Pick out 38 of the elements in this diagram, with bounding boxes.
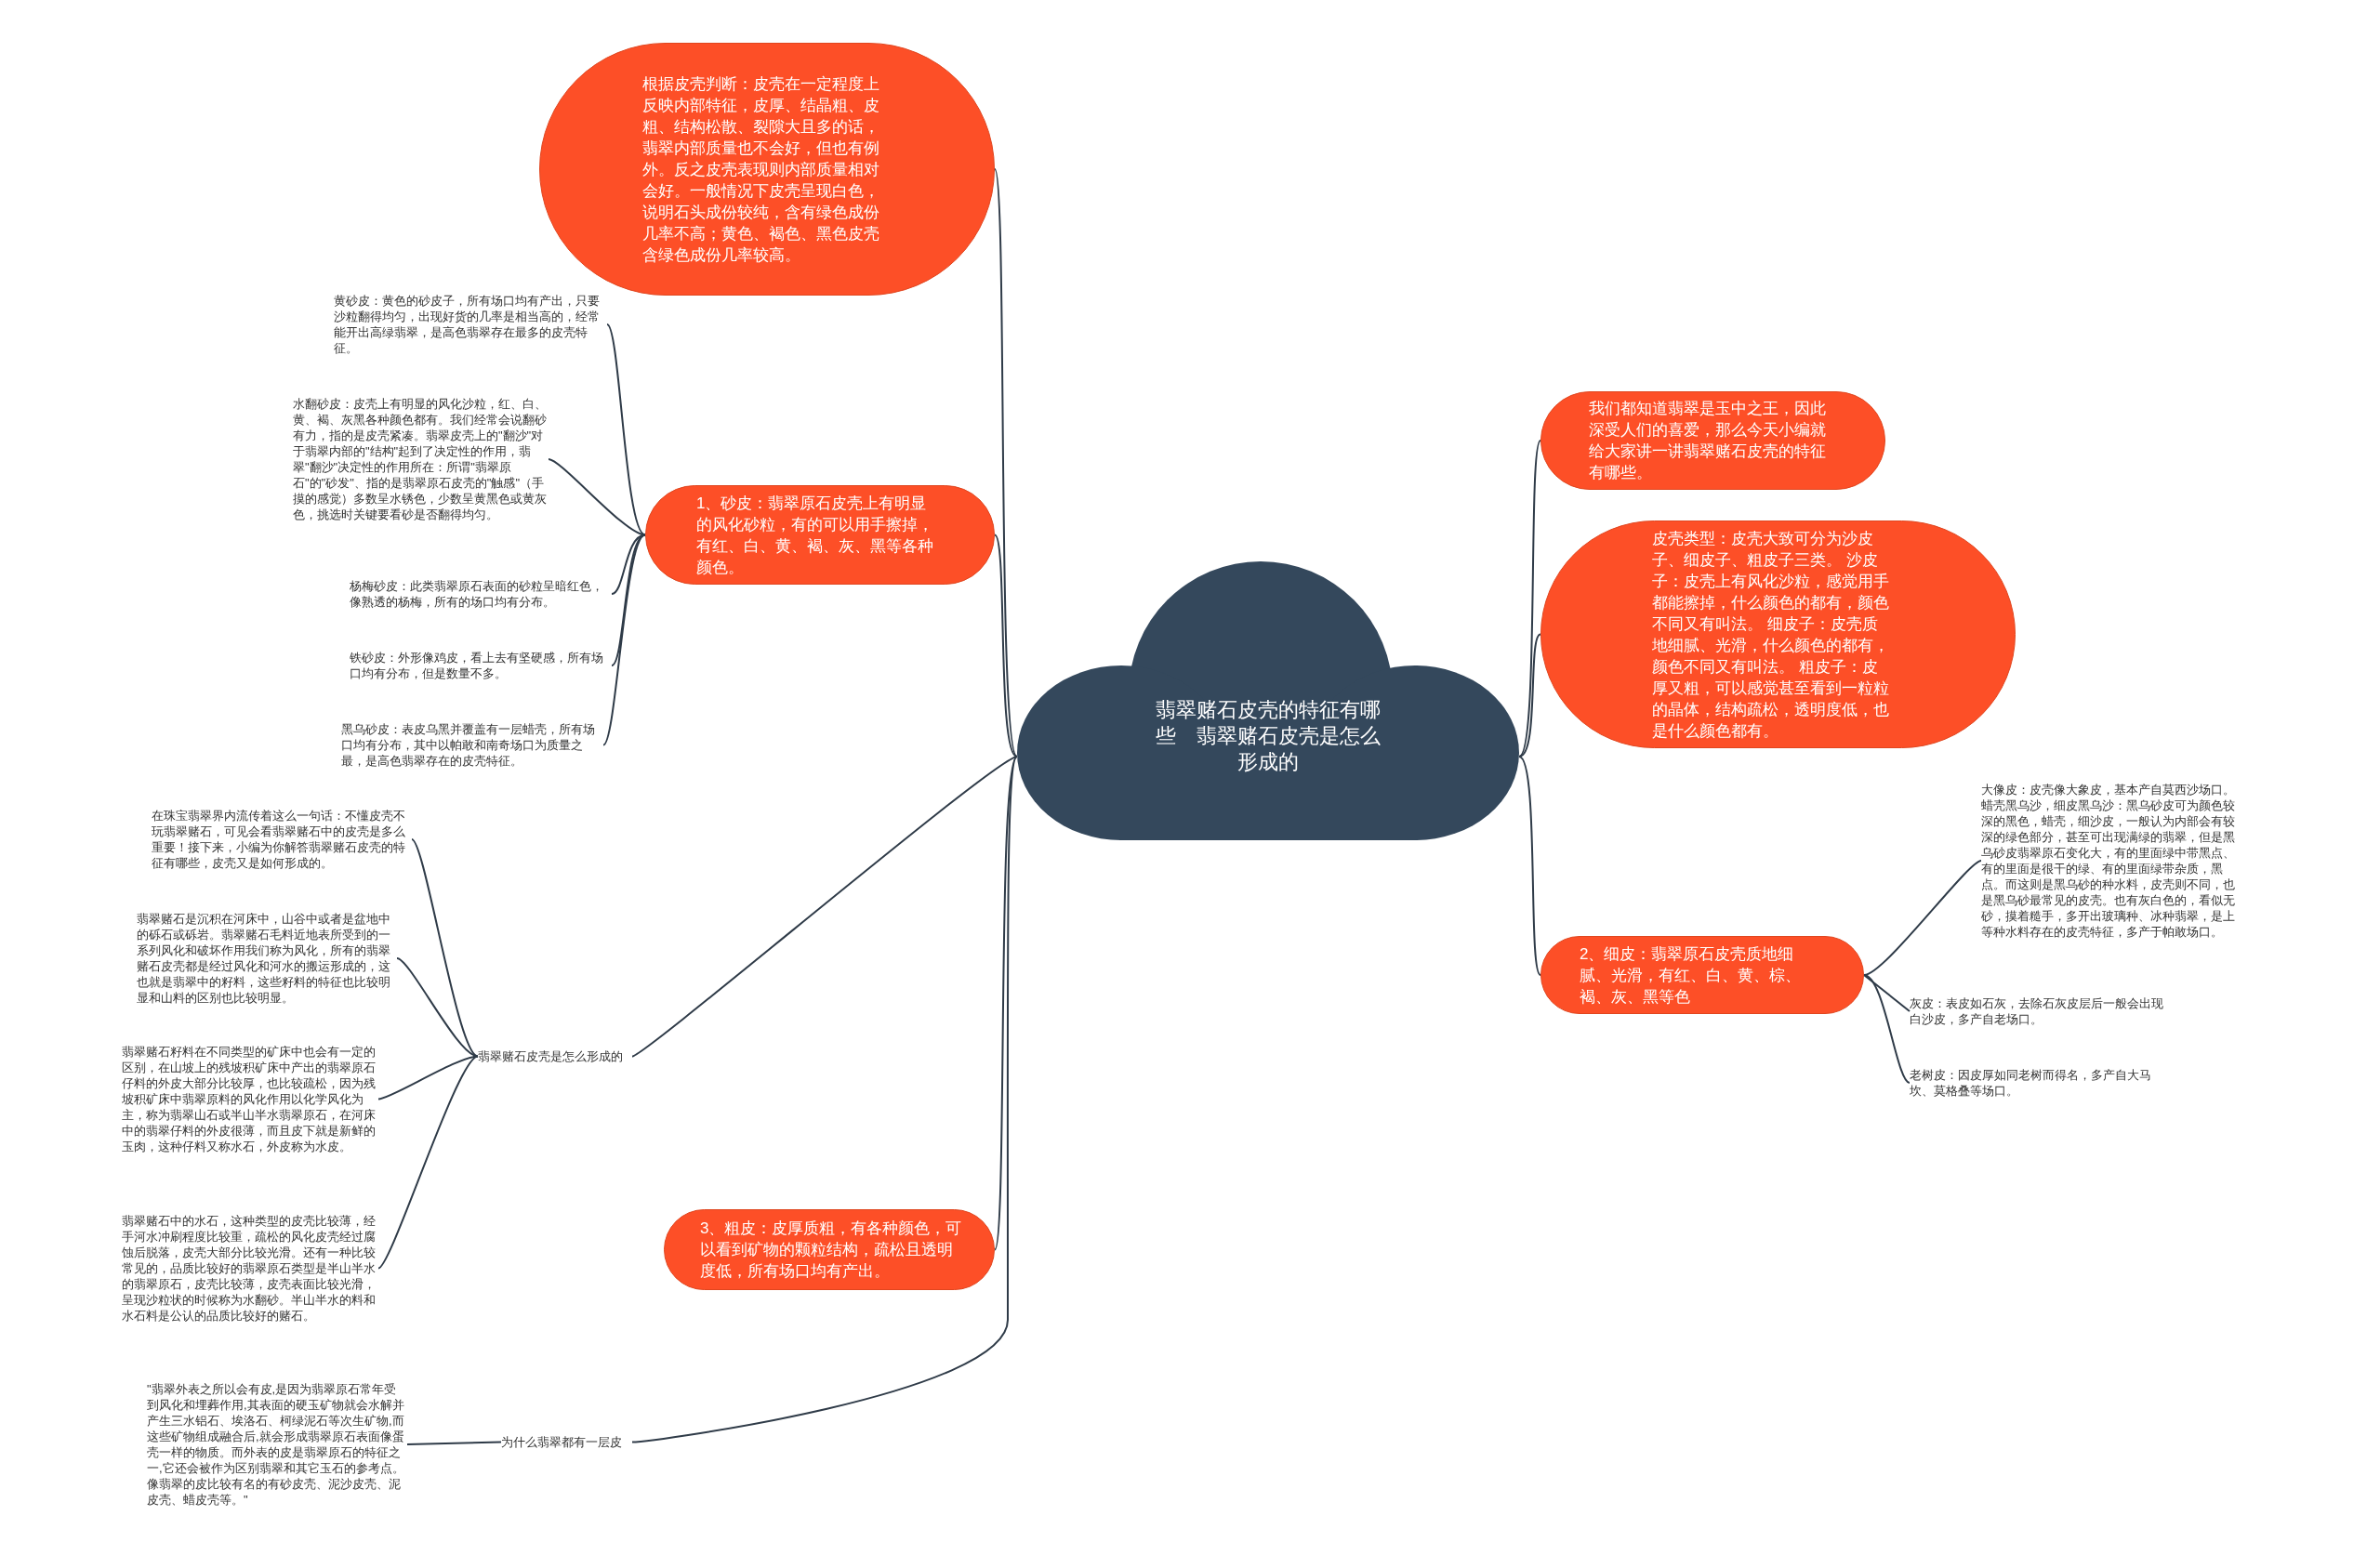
connector-line [1518,633,1541,758]
connector-line [631,756,1018,1058]
note-text: 翡翠赌石中的水石，这种类型的皮壳比较薄，经手河水冲刷程度比较重，疏松的风化皮壳经过腐蚀后脱落，皮壳大部分比较光滑。还有一种比较常见的，品质比较好的翡翠原石类型是半山半水的翡翠原石，皮壳比较薄，皮壳表面比较光滑，呈现沙粒状的时候称为水翻砂。半山半水的料和水石料是公认的品质比较好的赌石。 [122,1213,378,1324]
note-text: 水翻砂皮：皮壳上有明显的风化沙粒，红、白、黄、褐、灰黑各种颜色都有。我们经常会说翻砂有力，指的是皮壳紧凑。翡翠皮壳上的"翻沙"对于翡翠内部的"结构"起到了决定性的作用，翡翠"翻沙"决定性的作用所在：所谓"翡翠原石"的"砂发"、指的是翡翠原石皮壳的"触感"（手摸的感觉）多数呈水锈色，少数呈黄黑色或黄灰色，挑选时关键要看砂是否翻得均匀。 [293,396,549,522]
topic-bubble: 3、粗皮：皮厚质粗，有各种颜色，可以看到矿物的颗粒结构，疏松且透明度低，所有场口均有产出。 [664,1209,995,1290]
connector-line [396,957,479,1058]
note-text: 杨梅砂皮：此类翡翠原石表面的砂粒呈暗红色，像熟透的杨梅，所有的场口均有分布。 [350,578,612,610]
connector-line [994,168,1018,758]
connector-line [1518,440,1541,758]
connector-line [1863,974,1911,1012]
connector-line [1863,974,1911,1084]
topic-text: 翡翠赌石皮壳是怎么形成的 [478,1048,632,1064]
central-topic-text: 翡翠赌石皮壳的特征有哪些 翡翠赌石皮壳是怎么形成的 [1155,697,1382,775]
connector-line [631,756,1018,1443]
note-text: 大像皮：皮壳像大象皮，基本产自莫西沙场口。蜡壳黑乌沙，细皮黑乌沙：黑乌砂皮可为颜色较深的黑色，蜡壳，细沙皮，一般认为内部会有较深的绿色部分，甚至可出现满绿的翡翠，但是黑乌砂皮翡翠原石变化大，有的里面绿中带黑点、有的里面是很干的绿、有的里面绿带杂质，黑点。而这则是黑乌砂的种水料，皮壳则不同，也是黑乌砂最常见的皮壳。也有灰白色的，看似无砂，摸着糙手，多开出玻璃种、冰种翡翠，是上等种水料存在的皮壳特征，多产于帕敢场口。 [1981,782,2241,940]
note-text: "翡翠外表之所以会有皮,是因为翡翠原石常年受到风化和埋葬作用,其表面的硬玉矿物就会水解并产生三水铝石、埃洛石、柯绿泥石等次生矿物,而这些矿物组成融合后,就会形成翡翠原石表面像蛋壳一样的物质。而外表的皮是翡翠原石的特征之一,它还会被作为区别翡翠和其它玉石的参考点。像翡翠的皮比较有名的有砂皮壳、泥沙皮壳、泥皮壳、蜡皮壳等。" [147,1381,407,1508]
topic-bubble: 皮壳类型：皮壳大致可分为沙皮子、细皮子、粗皮子三类。 沙皮子：皮壳上有风化沙粒，感觉用手都能擦掉，什么颜色的都有，颜色不同又有叫法。 细皮子：皮壳质地细腻、光滑，什么颜色的都有，颜色不同又有叫法。 粗皮子：皮厚又粗，可以感觉甚至看到一粒粒的晶体，结构疏松，透明度低，也是什么颜色都有。 [1540,520,2016,748]
note-text: 翡翠赌石籽料在不同类型的矿床中也会有一定的区别，在山坡上的残坡积矿床中产出的翡翠原石仔料的外皮大部分比较厚，也比较疏松，因为残坡积矿床中翡翠原料的风化作用以化学风化为主，称为翡翠山石或半山半水翡翠原石，在河床中的翡翠仔料的外皮很薄，而且皮下就是新鲜的玉肉，这种仔料又称水石，外皮称为水皮。 [122,1044,378,1154]
topic-text: 为什么翡翠都有一层皮 [501,1434,632,1450]
note-text: 在珠宝翡翠界内流传着这么一句话：不懂皮壳不玩翡翠赌石，可见会看翡翠赌石中的皮壳是多么重要！接下来，小编为你解答翡翠赌石皮壳的特征有哪些，皮壳又是如何形成的。 [152,808,412,871]
connector-line [377,1055,479,1270]
connector-line [411,838,479,1058]
connector-line [1863,860,1982,976]
note-text: 翡翠赌石是沉积在河床中，山谷中或者是盆地中的砾石或砾岩。翡翠赌石毛料近地表所受到的一系列风化和破坏作用我们称为风化，所有的翡翠赌石皮壳都是经过风化和河水的搬运形成的，这也就是翡翠中的籽料，这些籽料的特征也比较明显和山料的区别也比较明显。 [137,911,397,1006]
connector-line [1518,756,1541,976]
note-text: 黑乌砂皮：表皮乌黑并覆盖有一层蜡壳，所有场口均有分布，其中以帕敢和南奇场口为质量之最，是高色翡翠存在的皮壳特征。 [341,721,603,769]
connector-line [602,534,646,746]
note-text: 铁砂皮：外形像鸡皮，看上去有坚硬感，所有场口均有分布，但是数量不多。 [350,650,612,681]
connector-line [606,323,646,536]
note-text: 黄砂皮：黄色的砂皮子，所有场口均有产出，只要沙粒翻得均匀，出现好货的几率是相当高的，经常能开出高绿翡翠，是高色翡翠存在最多的皮壳特征。 [334,293,607,356]
note-text: 老树皮：因皮厚如同老树而得名，多产自大马坎、莫格叠等场口。 [1910,1067,2166,1099]
connector-line [406,1441,502,1445]
topic-bubble: 我们都知道翡翠是玉中之王，因此深受人们的喜爱，那么今天小编就给大家讲一讲翡翠赌石皮壳的特征有哪些。 [1540,391,1885,490]
topic-bubble: 根据皮壳判断：皮壳在一定程度上反映内部特征，皮厚、结晶粗、皮粗、结构松散、裂隙大且多的话，翡翠内部质量也不会好，但也有例外。反之皮壳表现则内部质量相对会好。一般情况下皮壳呈现白色，说明石头成份较纯，含有绿色成份几率不高；黄色、褐色、黑色皮壳含绿色成份几率较高。 [539,43,995,296]
note-text: 灰皮：表皮如石灰，去除石灰皮层后一般会出现白沙皮，多产自老场口。 [1910,995,2166,1027]
connector-line [994,534,1018,758]
topic-bubble: 1、砂皮：翡翠原石皮壳上有明显的风化砂粒，有的可以用手擦掉，有红、白、黄、褐、灰、黑等各种颜色。 [645,485,995,585]
topic-bubble: 2、细皮：翡翠原石皮壳质地细腻、光滑，有红、白、黄、棕、褐、灰、黑等色 [1540,936,1864,1014]
